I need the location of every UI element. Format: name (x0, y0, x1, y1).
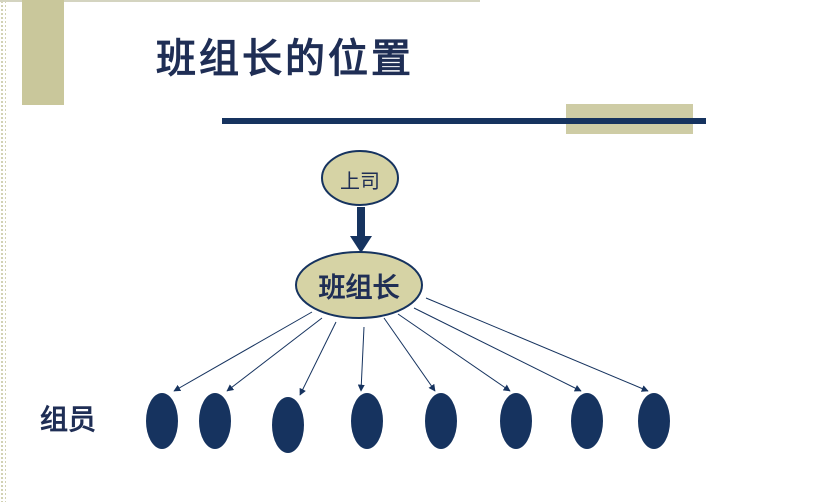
superior-to-leader-arrow-head (350, 236, 372, 253)
superior-node (321, 150, 399, 206)
member-node (199, 393, 231, 449)
member-node (638, 393, 670, 449)
members-label: 组员 (40, 403, 97, 436)
member-node (425, 393, 457, 449)
superior-to-leader-arrow-shaft (357, 207, 365, 237)
member-node (272, 397, 304, 453)
member-link (397, 313, 511, 392)
member-link (173, 311, 313, 392)
slide-title: 班组长的位置 (156, 35, 414, 82)
title-rule (222, 118, 706, 124)
member-link (383, 317, 436, 392)
team-leader-node (295, 251, 423, 319)
team-leader-label: 班组长 (318, 273, 400, 304)
left-dotted-border (0, 0, 6, 502)
member-node (146, 393, 178, 449)
member-link (425, 297, 649, 392)
member-node (351, 393, 383, 449)
superior-label: 上司 (340, 169, 380, 193)
top-divider-line (0, 0, 480, 2)
member-node (500, 393, 532, 449)
member-link (226, 317, 323, 392)
member-link (413, 307, 582, 392)
member-link (299, 321, 337, 396)
member-node (571, 393, 603, 449)
decorative-tan-block (22, 0, 64, 105)
member-link (357, 326, 365, 392)
